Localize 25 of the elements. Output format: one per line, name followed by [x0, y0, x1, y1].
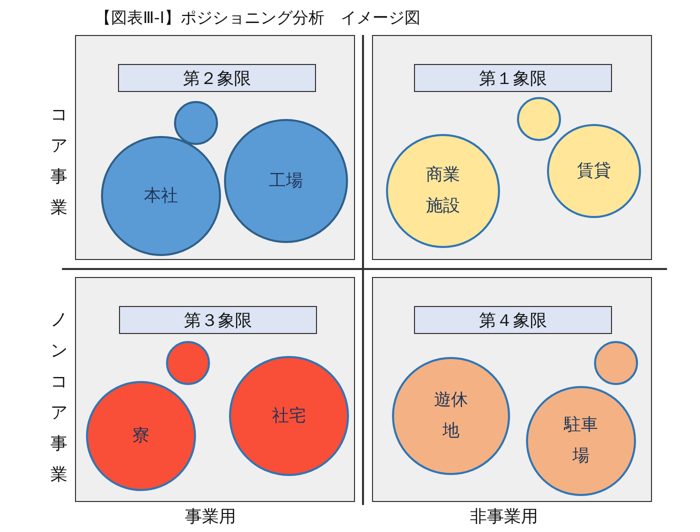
bubble: 工場: [224, 119, 348, 243]
axis-label: 事業用: [185, 506, 236, 528]
quadrant-panel: [372, 277, 652, 502]
quadrant-heading: 第２象限: [118, 64, 316, 92]
bubble: [517, 97, 561, 141]
quadrant-panel: [372, 35, 652, 260]
quadrant-heading: 第４象限: [414, 306, 612, 334]
axis-label: 非事業用: [470, 506, 538, 528]
quadrant-heading: 第１象限: [414, 64, 612, 92]
bubble: 遊休地: [392, 357, 510, 475]
bubble: 賃貸: [547, 124, 641, 218]
bubble: 社宅: [229, 356, 349, 476]
bubble: [174, 101, 218, 145]
quadrant-panel: [75, 277, 355, 502]
quadrant-heading: 第３象限: [119, 306, 317, 334]
bubble: [166, 341, 210, 385]
axis-label: コア事業: [50, 104, 68, 220]
bubble: 本社: [101, 136, 221, 256]
bubble: [594, 341, 638, 385]
bubble: 商業施設: [386, 134, 500, 248]
diagram-title: 【図表Ⅲ-Ⅰ】ポジショニング分析 イメージ図: [95, 8, 421, 29]
quadrant-panel: [75, 35, 355, 260]
bubble: 駐車場: [526, 386, 636, 496]
bubble: 寮: [86, 381, 196, 491]
axis-label: ノンコア事業: [50, 309, 68, 487]
